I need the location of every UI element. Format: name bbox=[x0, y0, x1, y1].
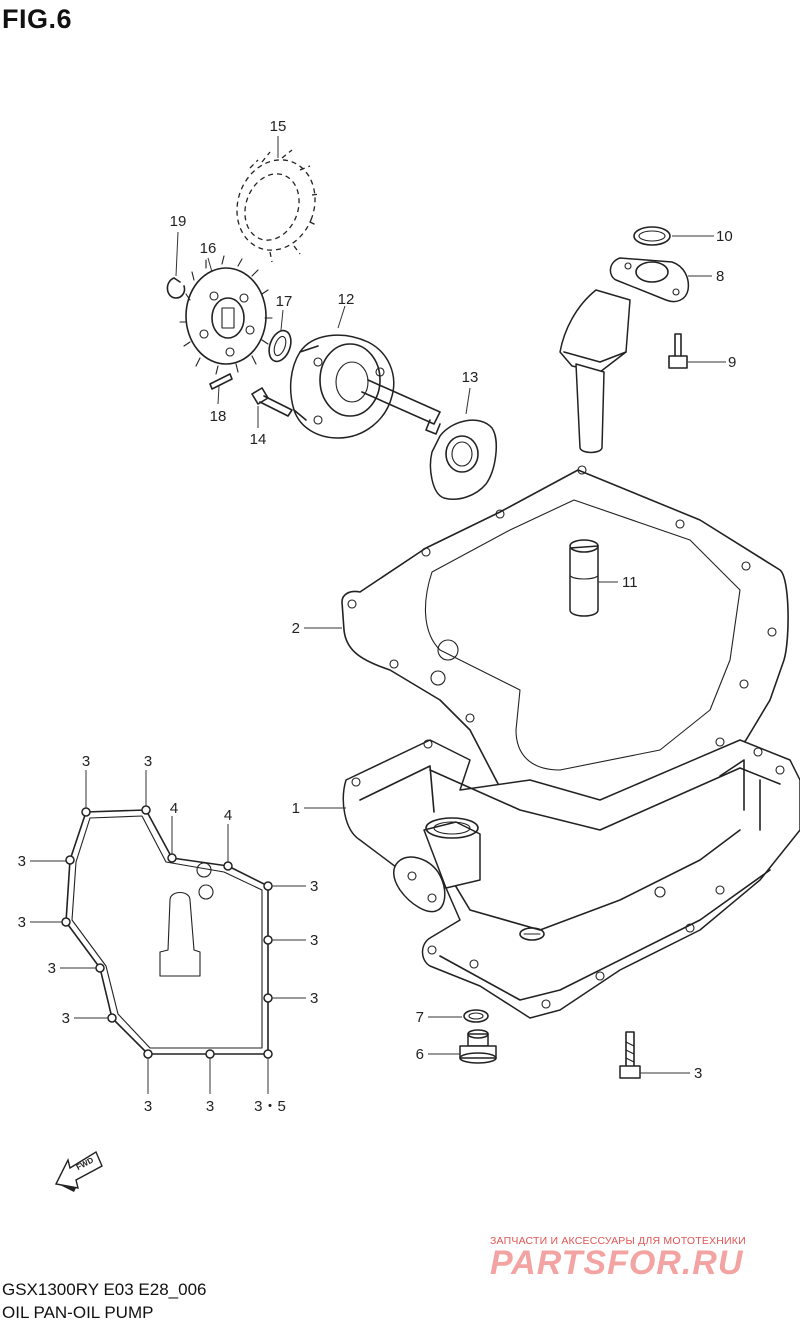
figure-caption: OIL PAN-OIL PUMP bbox=[2, 1303, 154, 1322]
part-18-pin bbox=[209, 373, 233, 390]
part-3-bolt bbox=[619, 1031, 641, 1079]
callout-4-gasket-top-d: 4 bbox=[224, 807, 232, 824]
callout-15: 15 bbox=[270, 118, 287, 135]
callout-3-gasket-bottom-a: 3 bbox=[144, 1098, 152, 1115]
bolt-layout-outline bbox=[61, 805, 273, 1059]
fwd-arrow-icon bbox=[54, 1150, 103, 1192]
callout-4-gasket-top-c: 4 bbox=[170, 800, 178, 817]
part-15-gear bbox=[236, 149, 321, 263]
callout-labels: 15 19 16 17 12 18 14 13 10 8 9 11 2 1 7 … bbox=[18, 118, 737, 1172]
callout-13: 13 bbox=[462, 369, 479, 386]
callout-6: 6 bbox=[416, 1046, 424, 1063]
callout-3-5-gasket-bottom-c: 3・5 bbox=[254, 1098, 286, 1115]
callout-3-gasket-right-a: 3 bbox=[310, 878, 318, 895]
callout-14: 14 bbox=[250, 431, 267, 448]
part-1-oil-pan bbox=[342, 739, 800, 1019]
callout-1: 1 bbox=[292, 800, 300, 817]
watermark-tagline: ЗАПЧАСТИ И АКСЕССУАРЫ ДЛЯ МОТОТЕХНИКИ bbox=[490, 1235, 746, 1247]
part-13-gasket bbox=[429, 419, 498, 500]
callout-8: 8 bbox=[716, 268, 724, 285]
callout-3-gasket-bottom-b: 3 bbox=[206, 1098, 214, 1115]
callout-3-gasket-right-c: 3 bbox=[310, 990, 318, 1007]
callout-3-gasket-left-b: 3 bbox=[18, 914, 26, 931]
callout-3-gasket-left-c: 3 bbox=[48, 960, 56, 977]
callout-3-gasket-left-a: 3 bbox=[18, 853, 26, 870]
callout-18: 18 bbox=[210, 408, 227, 425]
callout-3-gasket-top-b: 3 bbox=[144, 753, 152, 770]
callout-19: 19 bbox=[170, 213, 187, 230]
part-6-drain-plug bbox=[459, 1029, 497, 1064]
leader-lines bbox=[30, 136, 726, 1094]
callout-11: 11 bbox=[622, 574, 638, 591]
part-9-bolt bbox=[668, 333, 688, 369]
part-8-strainer bbox=[559, 257, 690, 454]
callout-16: 16 bbox=[200, 240, 217, 257]
callout-3-gasket-right-b: 3 bbox=[310, 932, 318, 949]
callout-2: 2 bbox=[292, 620, 300, 637]
part-12-oil-pump bbox=[289, 334, 441, 439]
part-14-bolt bbox=[251, 387, 293, 417]
part-10-o-ring bbox=[633, 226, 671, 246]
part-17-washer bbox=[268, 329, 292, 363]
callout-3-gasket-left-d: 3 bbox=[62, 1010, 70, 1027]
part-16-sprocket bbox=[179, 255, 273, 375]
part-7-washer bbox=[463, 1009, 489, 1023]
part-19-circlip bbox=[166, 277, 186, 299]
model-code: GSX1300RY E03 E28_006 bbox=[2, 1280, 207, 1299]
callout-12: 12 bbox=[338, 291, 355, 308]
callout-9: 9 bbox=[728, 354, 736, 371]
callout-17: 17 bbox=[276, 293, 293, 310]
watermark-brand: PARTSFOR.RU bbox=[490, 1244, 744, 1282]
callout-3-pan-bolt: 3 bbox=[694, 1065, 702, 1082]
part-11-pipe bbox=[569, 539, 599, 617]
callout-7: 7 bbox=[416, 1009, 424, 1026]
callout-10: 10 bbox=[716, 228, 733, 245]
callout-3-gasket-top-a: 3 bbox=[82, 753, 90, 770]
figure-title: FIG.6 bbox=[2, 4, 73, 34]
